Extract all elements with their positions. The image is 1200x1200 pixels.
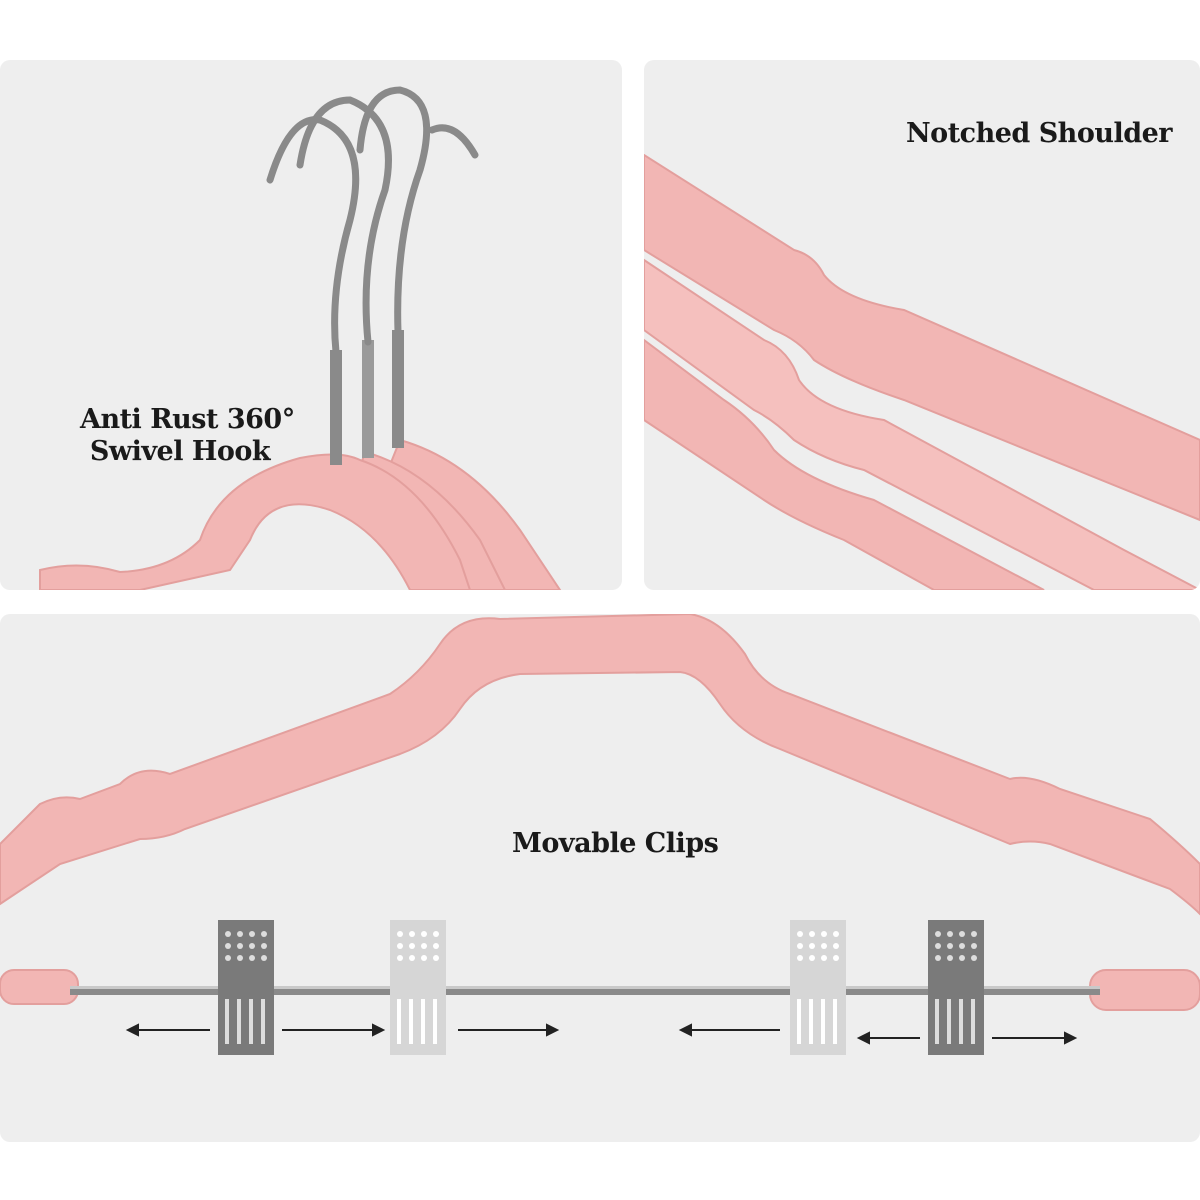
hook-caption-line1: Anti Rust 360°: [80, 404, 295, 435]
clips-caption: Movable Clips: [512, 828, 719, 859]
arrow-right-icon: [282, 1023, 386, 1037]
arrow-left-icon: [678, 1023, 780, 1037]
shoulder-illustration: [644, 153, 1200, 590]
swivel-hook-icon: [266, 86, 479, 356]
shoulder-bar-2: [644, 258, 1200, 590]
shoulder-caption: Notched Shoulder: [906, 118, 1173, 149]
shoulder-bar-3: [644, 338, 1045, 590]
arrow-left-icon: [856, 1031, 920, 1045]
clip-icon: [218, 920, 274, 1055]
clip-icon: [790, 920, 846, 1055]
arrow-left-icon: [125, 1023, 210, 1037]
hook-stem-2: [362, 340, 374, 458]
hook-stem-3: [392, 330, 404, 448]
clips-illustration: [0, 614, 1200, 1055]
clip-icon: [928, 920, 984, 1055]
metal-bar: [70, 986, 1100, 995]
hook-panel: Anti Rust 360° Swivel Hook: [0, 60, 622, 590]
hook-stem-1: [330, 350, 342, 465]
hanger-body-front: [39, 453, 472, 590]
bar-end-left: [0, 969, 79, 1005]
hanger-frame: [0, 614, 1200, 916]
shoulder-bar-1: [644, 153, 1200, 522]
arrow-right-icon: [458, 1023, 560, 1037]
hook-caption-line2: Swivel Hook: [89, 436, 271, 467]
clip-icon: [390, 920, 446, 1055]
shoulder-panel: Notched Shoulder: [644, 60, 1200, 590]
clips-panel: Movable Clips: [0, 614, 1200, 1142]
hook-illustration: [39, 86, 562, 590]
hook-caption: Anti Rust 360° Swivel Hook: [80, 404, 295, 468]
bar-end-right: [1089, 969, 1200, 1011]
arrow-right-icon: [992, 1031, 1078, 1045]
